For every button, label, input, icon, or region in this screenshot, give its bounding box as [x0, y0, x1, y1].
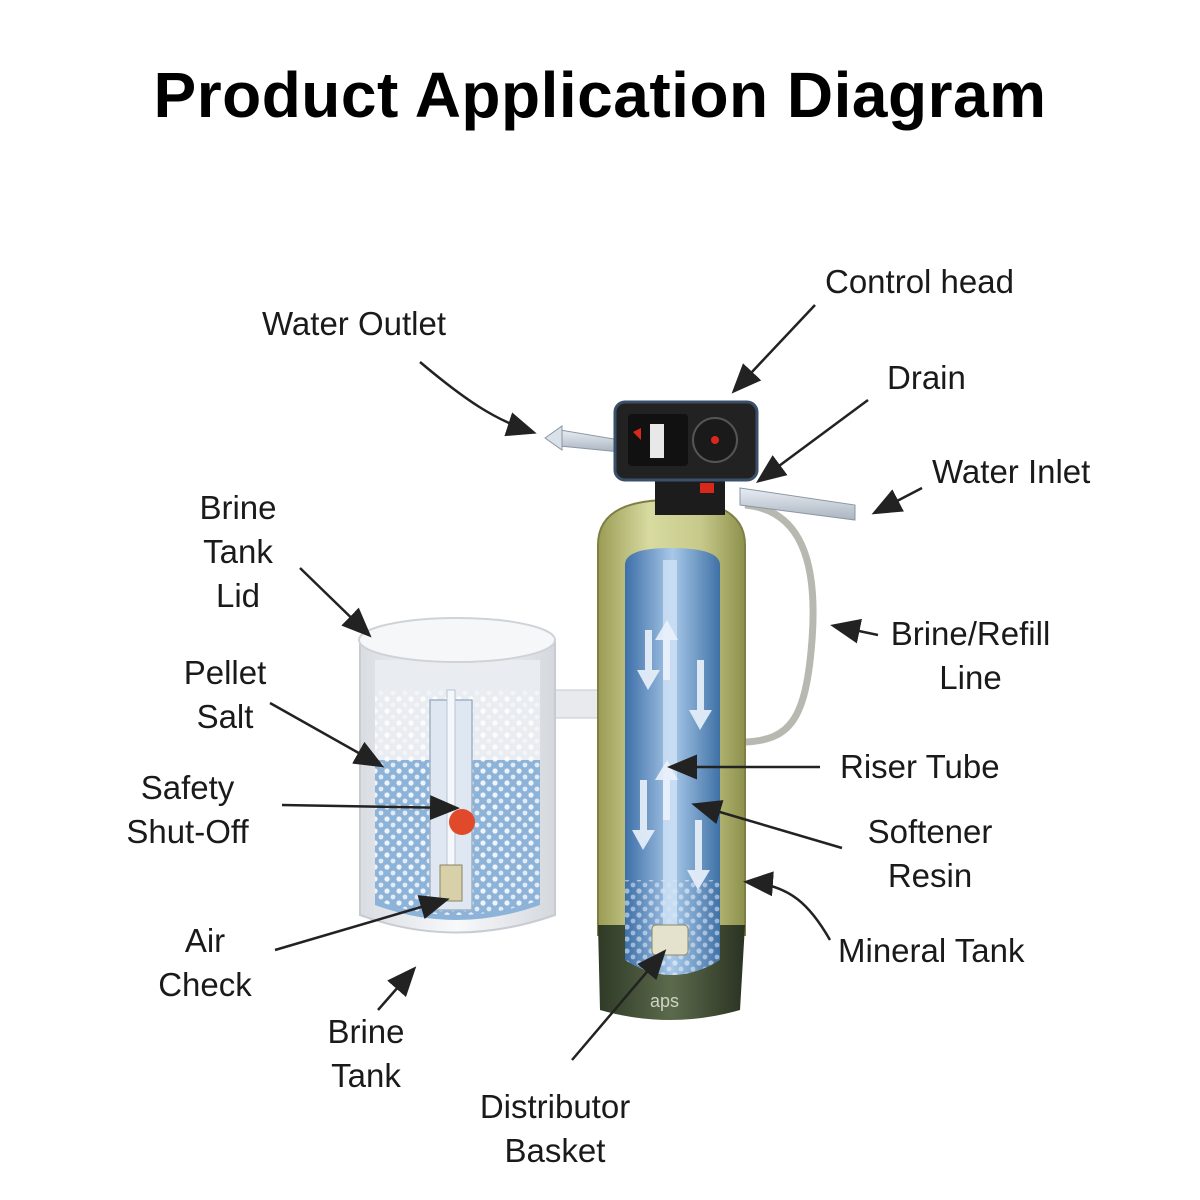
inlet-pipe	[740, 488, 855, 520]
label-brine-tank-lid: Brine Tank Lid	[178, 486, 298, 618]
label-water-outlet: Water Outlet	[262, 302, 446, 346]
label-softener-resin: Softener Resin	[855, 810, 1005, 898]
label-safety-shutoff: Safety Shut-Off	[120, 766, 255, 854]
label-distributor-basket: Distributor Basket	[465, 1085, 645, 1173]
outlet-pipe	[560, 430, 620, 452]
label-water-inlet: Water Inlet	[932, 450, 1090, 494]
brine-tank-graphic	[359, 618, 555, 933]
outlet-arrow-head	[545, 426, 562, 450]
label-control-head: Control head	[825, 260, 1014, 304]
control-head-graphic	[615, 402, 757, 515]
mineral-tank-graphic	[598, 500, 745, 1020]
label-pellet-salt: Pellet Salt	[165, 651, 285, 739]
label-brine-refill-line: Brine/Refill Line	[878, 612, 1063, 700]
tank-base-text: aps	[650, 991, 679, 1011]
label-brine-tank: Brine Tank	[306, 1010, 426, 1098]
brine-refill-hose	[745, 505, 813, 742]
label-riser-tube: Riser Tube	[840, 745, 1000, 789]
label-drain: Drain	[887, 356, 966, 400]
label-air-check: Air Check	[145, 919, 265, 1007]
label-mineral-tank: Mineral Tank	[838, 929, 1024, 973]
